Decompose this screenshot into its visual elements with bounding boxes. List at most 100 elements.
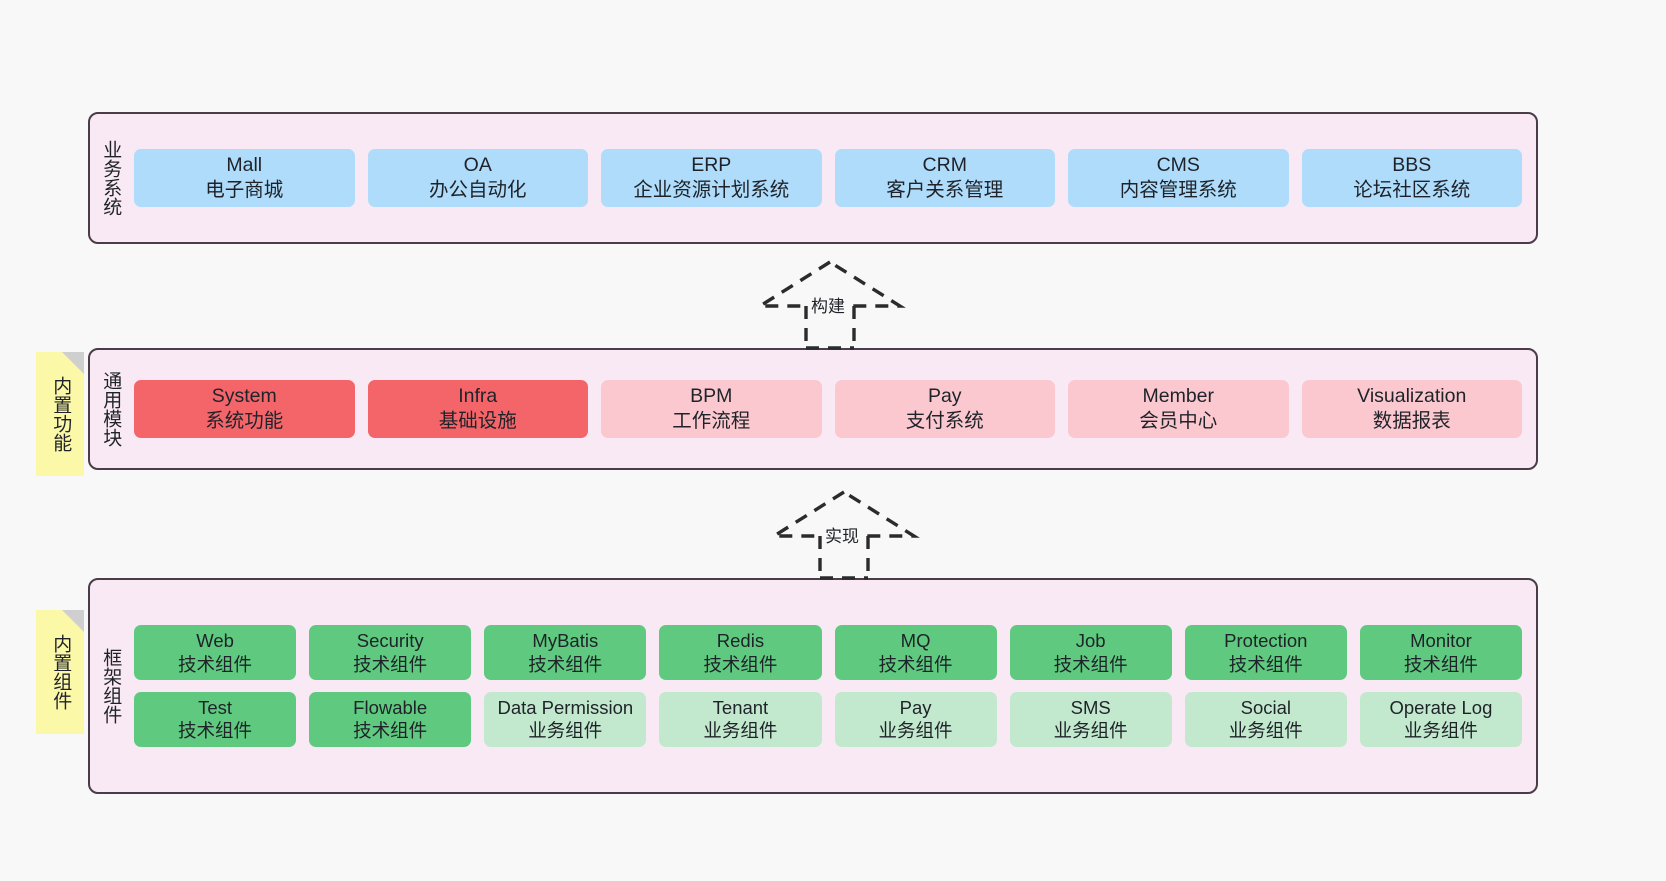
card-subtitle: 工作流程 [672, 410, 751, 432]
layer-label-framework-components: 框架组件 [100, 648, 122, 724]
card-subtitle: 基础设施 [438, 410, 517, 432]
card-subtitle: 技术组件 [878, 653, 953, 675]
card-subtitle: 技术组件 [353, 720, 428, 742]
card-subtitle: 系统功能 [205, 410, 284, 432]
card-subtitle: 技术组件 [1053, 653, 1128, 675]
layer-common-modules: 通用模块 System 系统功能 Infra 基础设施 BPM 工作流程 Pay… [88, 348, 1538, 470]
card-title: Job [1075, 630, 1106, 652]
card-mybatis[interactable]: MyBatis 技术组件 [484, 625, 647, 680]
card-infra[interactable]: Infra 基础设施 [367, 380, 588, 438]
card-member[interactable]: Member 会员中心 [1068, 380, 1289, 438]
card-title: Protection [1224, 630, 1308, 652]
layer-body-framework-components: Web 技术组件 Security 技术组件 MyBatis 技术组件 Redi… [130, 580, 1536, 792]
card-subtitle: 办公自动化 [428, 179, 527, 201]
card-subtitle: 支付系统 [905, 410, 984, 432]
card-social[interactable]: Social 业务组件 [1184, 692, 1347, 747]
uml-generalization-arrow-icon [754, 259, 906, 350]
card-security[interactable]: Security 技术组件 [309, 625, 472, 680]
card-subtitle: 业务组件 [1053, 720, 1128, 742]
card-title: Social [1240, 697, 1291, 718]
card-subtitle: 论坛社区系统 [1353, 179, 1471, 201]
framework-row-business: Test 技术组件 Flowable 技术组件 Data Permission … [134, 692, 1522, 747]
connector-build: 构建 [752, 258, 912, 350]
card-title: Data Permission [497, 697, 634, 718]
card-tenant[interactable]: Tenant 业务组件 [659, 692, 822, 747]
card-subtitle: 会员中心 [1139, 410, 1218, 432]
card-title: ERP [691, 154, 732, 177]
card-subtitle: 技术组件 [178, 720, 253, 742]
sticky-note-builtin-features: 内置功能 [36, 352, 84, 476]
card-erp[interactable]: ERP 企业资源计划系统 [601, 149, 822, 207]
layer-body-common-modules: System 系统功能 Infra 基础设施 BPM 工作流程 Pay 支付系统… [130, 350, 1536, 468]
card-oa[interactable]: OA 办公自动化 [367, 149, 588, 207]
card-subtitle: 技术组件 [1228, 653, 1303, 675]
card-title: CRM [922, 154, 967, 177]
card-subtitle: 数据报表 [1372, 410, 1451, 432]
card-title: Redis [716, 630, 765, 652]
connector-implement: 实现 [766, 488, 926, 580]
card-title: Operate Log [1389, 697, 1493, 718]
card-title: Security [356, 630, 424, 652]
card-cms[interactable]: CMS 内容管理系统 [1068, 149, 1289, 207]
card-title: Web [196, 630, 234, 652]
card-title: BPM [690, 385, 733, 408]
card-job[interactable]: Job 技术组件 [1009, 625, 1172, 680]
card-title: OA [463, 154, 492, 177]
card-title: System [211, 385, 277, 408]
card-title: Member [1142, 385, 1215, 408]
uml-generalization-arrow-icon [768, 489, 920, 580]
card-protection[interactable]: Protection 技术组件 [1184, 625, 1347, 680]
card-data-permission[interactable]: Data Permission 业务组件 [484, 692, 647, 747]
card-subtitle: 业务组件 [1403, 720, 1478, 742]
sticky-note-label: 内置功能 [50, 376, 72, 452]
card-subtitle: 内容管理系统 [1119, 179, 1237, 201]
card-title: Test [198, 697, 233, 718]
card-title: SMS [1070, 697, 1111, 718]
card-title: Mall [226, 154, 263, 177]
card-subtitle: 业务组件 [878, 720, 953, 742]
layer-framework-components: 框架组件 Web 技术组件 Security 技术组件 MyBatis 技术组件… [88, 578, 1538, 794]
card-monitor[interactable]: Monitor 技术组件 [1359, 625, 1522, 680]
card-visualization[interactable]: Visualization 数据报表 [1301, 380, 1522, 438]
card-subtitle: 电子商城 [205, 179, 284, 201]
card-title: BBS [1392, 154, 1432, 177]
sticky-note-label: 内置组件 [50, 634, 72, 710]
card-mall[interactable]: Mall 电子商城 [134, 149, 355, 207]
card-title: CMS [1156, 154, 1200, 177]
card-subtitle: 客户关系管理 [886, 179, 1004, 201]
card-flowable[interactable]: Flowable 技术组件 [309, 692, 472, 747]
card-web[interactable]: Web 技术组件 [134, 625, 297, 680]
card-title: Flowable [353, 697, 428, 718]
card-title: Monitor [1410, 630, 1472, 652]
card-crm[interactable]: CRM 客户关系管理 [834, 149, 1055, 207]
connector-implement-label: 实现 [822, 527, 862, 547]
layer-label-common-modules: 通用模块 [100, 371, 122, 447]
card-title: Visualization [1357, 385, 1467, 408]
card-subtitle: 技术组件 [353, 653, 428, 675]
card-subtitle: 业务组件 [1228, 720, 1303, 742]
layer-body-business-system: Mall 电子商城 OA 办公自动化 ERP 企业资源计划系统 CRM 客户关系… [130, 114, 1536, 242]
card-pay[interactable]: Pay 支付系统 [834, 380, 1055, 438]
card-subtitle: 技术组件 [703, 653, 778, 675]
card-pay-business[interactable]: Pay 业务组件 [834, 692, 997, 747]
card-mq[interactable]: MQ 技术组件 [834, 625, 997, 680]
card-redis[interactable]: Redis 技术组件 [659, 625, 822, 680]
card-subtitle: 业务组件 [703, 720, 778, 742]
note-fold-corner-icon [62, 352, 84, 374]
layer-business-system: 业务系统 Mall 电子商城 OA 办公自动化 ERP 企业资源计划系统 CRM… [88, 112, 1538, 244]
card-sms[interactable]: SMS 业务组件 [1009, 692, 1172, 747]
note-fold-corner-icon [62, 610, 84, 632]
card-test[interactable]: Test 技术组件 [134, 692, 297, 747]
card-operate-log[interactable]: Operate Log 业务组件 [1359, 692, 1522, 747]
sticky-note-builtin-components: 内置组件 [36, 610, 84, 734]
card-subtitle: 技术组件 [1403, 653, 1478, 675]
card-bpm[interactable]: BPM 工作流程 [601, 380, 822, 438]
card-system[interactable]: System 系统功能 [134, 380, 355, 438]
card-title: Tenant [712, 697, 769, 718]
card-subtitle: 技术组件 [528, 653, 603, 675]
card-title: MyBatis [532, 630, 599, 652]
card-subtitle: 技术组件 [178, 653, 253, 675]
card-bbs[interactable]: BBS 论坛社区系统 [1301, 149, 1522, 207]
framework-row-technical: Web 技术组件 Security 技术组件 MyBatis 技术组件 Redi… [134, 625, 1522, 680]
